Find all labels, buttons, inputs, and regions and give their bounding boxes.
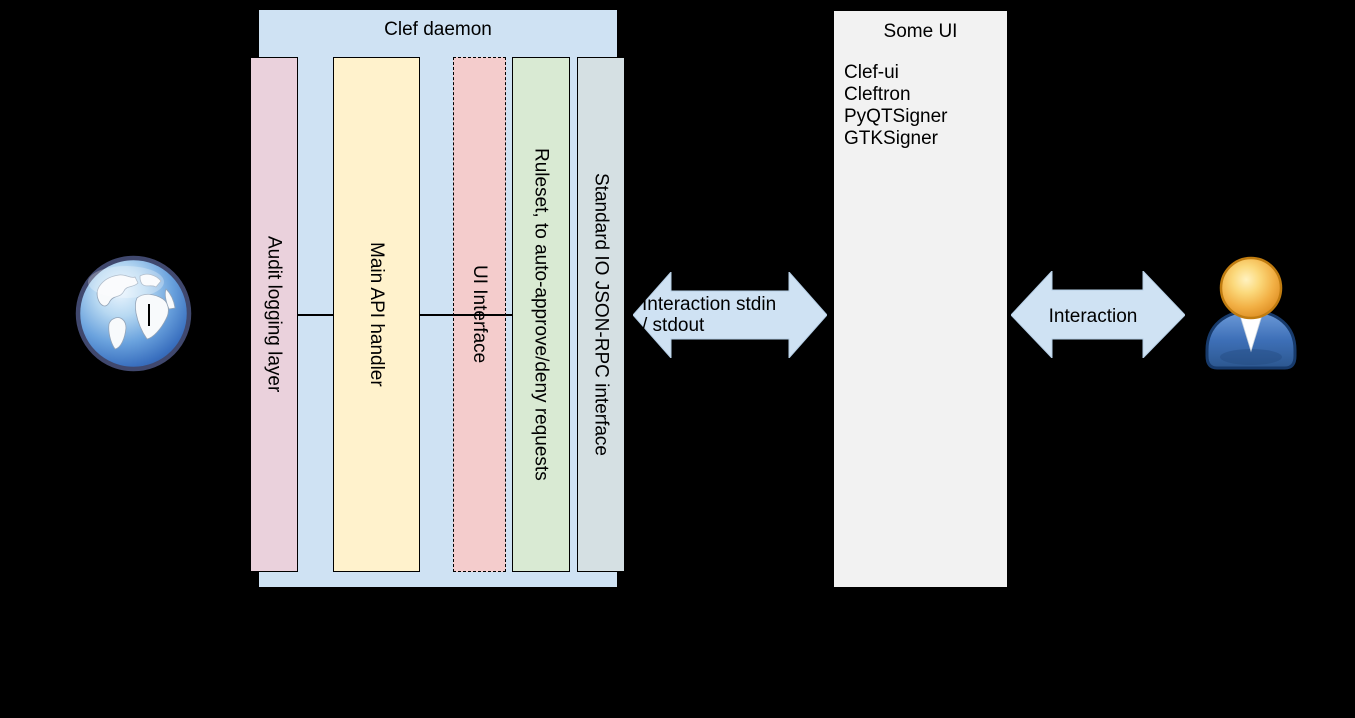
- globe-icon-svg: [75, 255, 192, 372]
- list-item: Clef-ui: [844, 62, 899, 83]
- connector-anchor-tick: [148, 304, 150, 326]
- globe-icon: [74, 254, 193, 373]
- bar-label: Ruleset, to auto-approve/deny requests: [530, 148, 552, 481]
- some-ui-list: Clef-ui Cleftron PyQTSigner GTKSigner: [844, 62, 947, 150]
- arrow-stdin-stdout-label: Interaction stdin / stdout: [642, 294, 777, 336]
- user-icon: [1201, 253, 1301, 371]
- arrow-interaction-label: Interaction: [1048, 306, 1138, 327]
- clef-daemon-title: Clef daemon: [384, 19, 492, 40]
- list-item: PyQTSigner: [844, 106, 948, 127]
- list-item: GTKSigner: [844, 128, 938, 149]
- user-icon-svg: [1205, 256, 1297, 370]
- bar-label: Audit logging layer: [263, 236, 285, 393]
- some-ui-box: [833, 10, 1008, 588]
- bar-label: Main API handler: [366, 242, 387, 387]
- bar-audit-logging-layer: Audit logging layer: [250, 57, 298, 572]
- bar-label: Standard IO JSON-RPC interface: [590, 173, 612, 456]
- connector-api-to-ruleset: [420, 314, 513, 316]
- bar-ruleset: Ruleset, to auto-approve/deny requests: [512, 57, 570, 572]
- list-item: Cleftron: [844, 84, 911, 105]
- some-ui-title: Some UI: [883, 21, 958, 42]
- bar-main-api-handler: Main API handler: [333, 57, 420, 572]
- bar-stdio-jsonrpc-interface: Standard IO JSON-RPC interface: [577, 57, 625, 572]
